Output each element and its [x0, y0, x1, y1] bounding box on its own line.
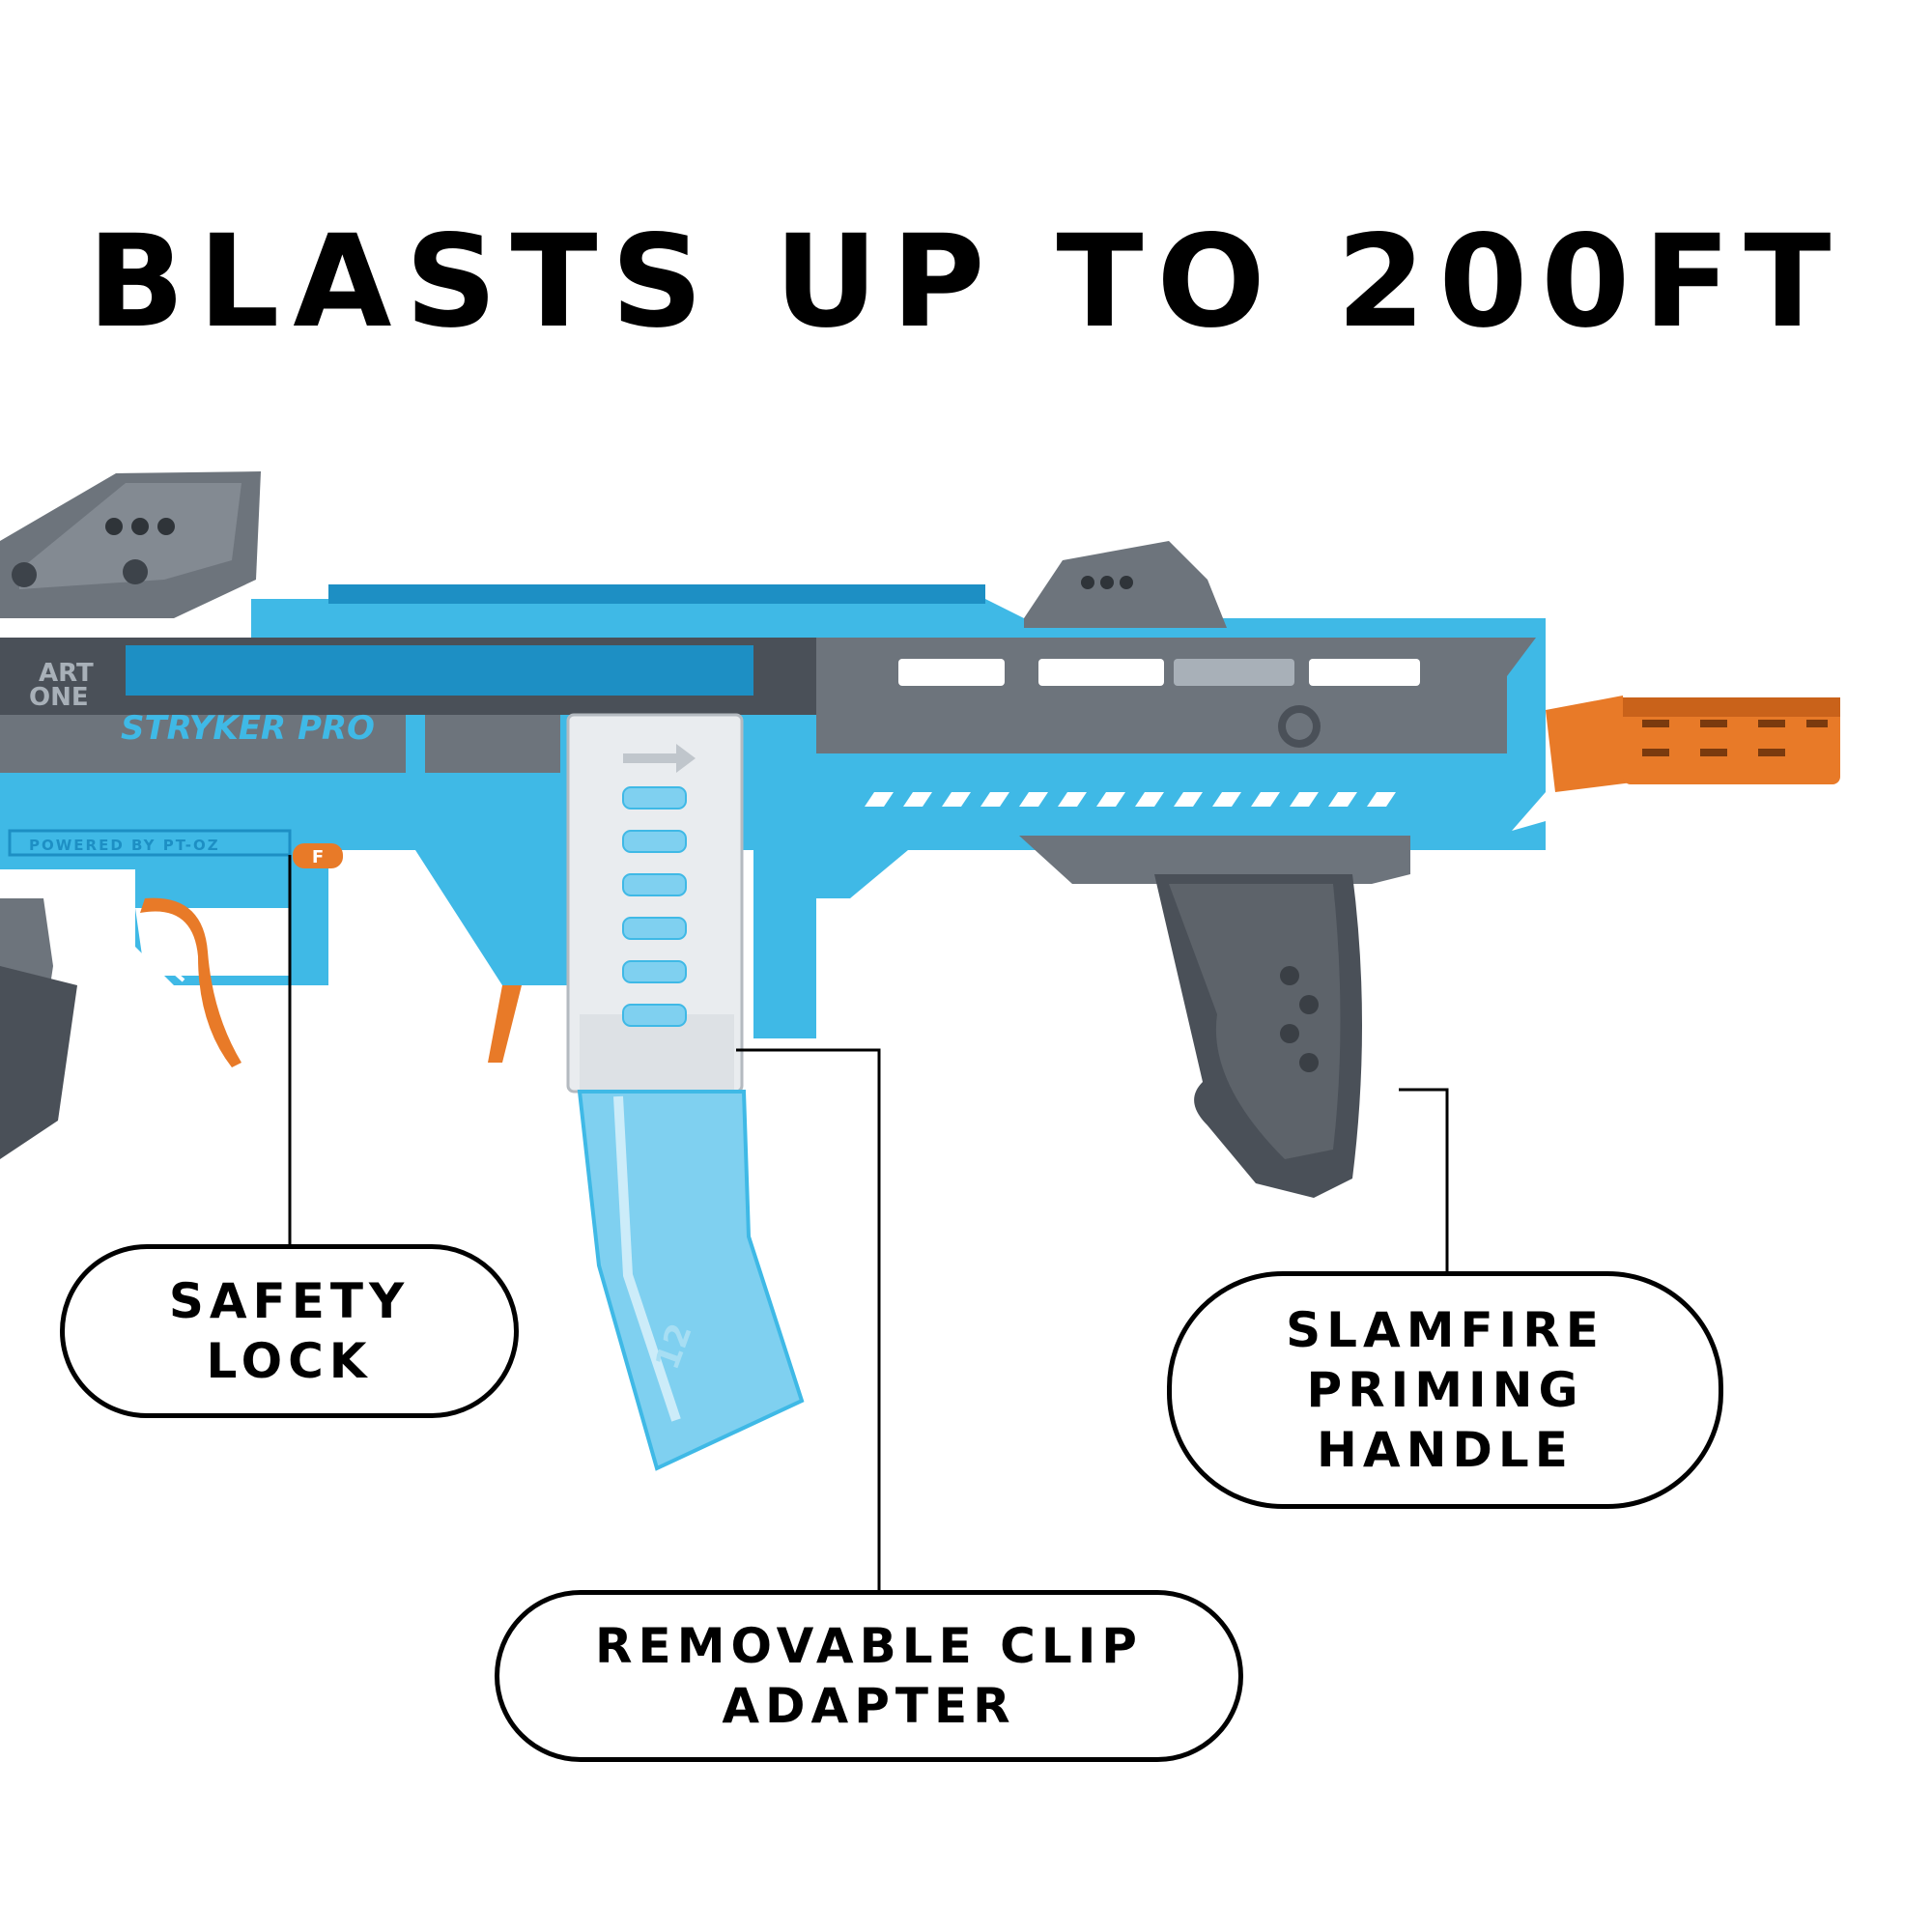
muzzle	[1546, 696, 1840, 792]
callout-slamfire-line3: HANDLE	[1317, 1422, 1574, 1478]
rear-sight	[0, 471, 261, 618]
callout-clip-line1: REMOVABLE CLIP	[595, 1618, 1143, 1674]
clip-leader	[736, 1048, 881, 1592]
callout-safety-line2: LOCK	[206, 1333, 373, 1389]
callout-removable-clip: REMOVABLE CLIP ADAPTER	[495, 1590, 1243, 1762]
product-name-badge: STRYKER PRO	[121, 709, 375, 748]
headline: BLASTS UP TO 200FT	[87, 208, 1845, 356]
slamfire-leader	[1399, 1088, 1449, 1273]
safety-letter: F	[312, 847, 324, 867]
callout-clip-line2: ADAPTER	[722, 1678, 1016, 1734]
callout-slamfire-handle: SLAMFIRE PRIMING HANDLE	[1167, 1271, 1723, 1509]
callout-slamfire-line2: PRIMING	[1306, 1362, 1584, 1418]
callout-safety-lock: SAFETY LOCK	[60, 1244, 519, 1418]
magazine: 12	[577, 1090, 805, 1471]
handguard	[739, 628, 1546, 898]
leader-lines	[288, 855, 1449, 1592]
rear-grip	[0, 898, 77, 1159]
trigger-area	[135, 897, 522, 1067]
powered-by-label: POWERED BY PT-OZ	[29, 837, 220, 854]
callout-safety-line1: SAFETY	[168, 1273, 411, 1329]
safety-switch: F	[293, 843, 343, 868]
clip-adapter	[566, 713, 744, 1094]
brand-fragment-top: ART	[39, 659, 94, 688]
front-sight	[1024, 541, 1227, 628]
callout-slamfire-line1: SLAMFIRE	[1286, 1302, 1605, 1358]
slamfire-grip	[1019, 836, 1410, 1198]
brand-fragment-bottom: ONE	[29, 683, 89, 712]
